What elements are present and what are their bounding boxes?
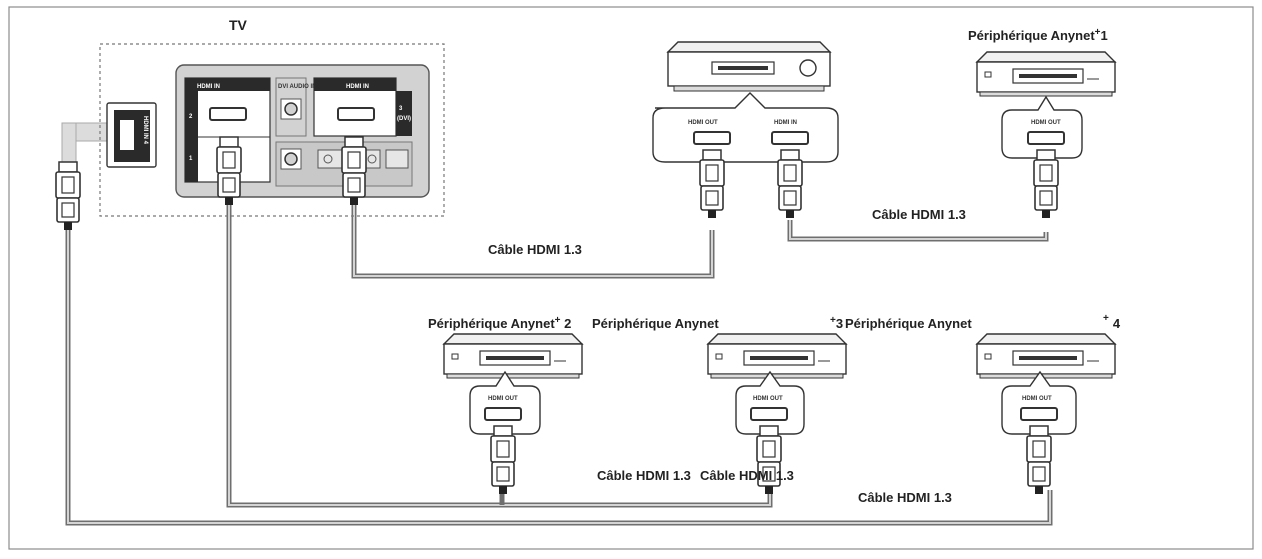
tv-audio-jack-icon (284, 102, 298, 116)
device-2: Périphérique Anynet+ 2 HDMI OUT (428, 315, 583, 495)
receiver-port-callout (652, 92, 839, 163)
tv-hdmi-in-label: HDMI IN (197, 84, 220, 90)
device3-box (707, 333, 847, 379)
receiver-in-plug (777, 149, 803, 219)
device-1: Périphérique Anynet+1 HDMI OUT (968, 27, 1116, 219)
device3-hdmi-out-port (750, 407, 788, 421)
tv-label: TV (229, 17, 248, 33)
receiver-hdmi-out-port (693, 131, 731, 145)
tv-hdmi-port-3 (337, 107, 375, 121)
tv-port-num-1: 1 (189, 156, 193, 162)
svg-text:HDMI OUT: HDMI OUT (1031, 120, 1061, 126)
receiver-out-plug (699, 149, 725, 219)
device3-plug (756, 425, 782, 495)
device1-label: Périphérique Anynet+1 (968, 27, 1108, 43)
receiver-hdmi-in-port (771, 131, 809, 145)
device-4: Périphérique Anynet +4 HDMI OUT (845, 313, 1121, 495)
device1-hdmi-out-port (1027, 131, 1065, 145)
cable-label-pair-left: Câble HDMI 1.3 (597, 468, 691, 483)
tv-hdmi3-plug (341, 136, 367, 206)
cable-label-anynet1: Câble HDMI 1.3 (872, 207, 966, 222)
diagram-frame (8, 6, 1254, 550)
device3-label-left: Périphérique Anynet (592, 316, 719, 331)
device4-hdmi-out-port (1020, 407, 1058, 421)
tv-port-num-3: 3 (399, 106, 403, 112)
device1-port-callout (1001, 95, 1083, 159)
cable-label-pair-right: Câble HDMI 1.3 (700, 468, 794, 483)
tv-side-plug (55, 161, 81, 231)
tv-panel: TV HDMI IN 4 HDMI IN 2 1 DVI AUDIO IN HD… (55, 17, 445, 231)
tv-port-num-2: 2 (189, 114, 193, 120)
cable-label-bottom: Câble HDMI 1.3 (858, 490, 952, 505)
device1-plug (1033, 149, 1059, 219)
device4-box (976, 333, 1116, 379)
svg-text:HDMI OUT: HDMI OUT (488, 396, 518, 402)
av-receiver: HDMI OUT HDMI IN (652, 41, 839, 219)
device2-port-callout (469, 370, 541, 435)
tv-hdmi1-plug (216, 136, 242, 206)
device1-box (976, 51, 1116, 97)
device4-plug (1026, 425, 1052, 495)
device2-plug (490, 425, 516, 495)
svg-text:HDMI IN: HDMI IN (346, 84, 369, 90)
device2-box (443, 333, 583, 379)
receiver-hdmi-out-label: HDMI OUT (688, 120, 718, 126)
device4-port-callout (1001, 370, 1077, 435)
receiver-knob-icon (799, 59, 817, 77)
svg-text:HDMI OUT: HDMI OUT (1022, 396, 1052, 402)
tv-dvi-label: (DVI) (397, 116, 411, 122)
device-3: Périphérique Anynet +3 HDMI OUT (592, 315, 847, 495)
cable-receiver-to-device1 (787, 220, 1049, 242)
device3-label-right: +3 (830, 315, 843, 331)
svg-text:HDMI OUT: HDMI OUT (753, 396, 783, 402)
tv-hdmi-port-2 (209, 107, 247, 121)
tv-side-hdmi-label: HDMI IN 4 (142, 116, 148, 145)
device4-label-right: +4 (1103, 313, 1121, 331)
tv-dvi-audio-label: DVI AUDIO IN (278, 84, 316, 90)
device3-port-callout (735, 370, 805, 435)
receiver-hdmi-in-label: HDMI IN (774, 120, 797, 126)
device2-label: Périphérique Anynet+ 2 (428, 315, 571, 331)
device4-label-left: Périphérique Anynet (845, 316, 972, 331)
cable-label-main: Câble HDMI 1.3 (488, 242, 582, 257)
device2-hdmi-out-port (484, 407, 522, 421)
